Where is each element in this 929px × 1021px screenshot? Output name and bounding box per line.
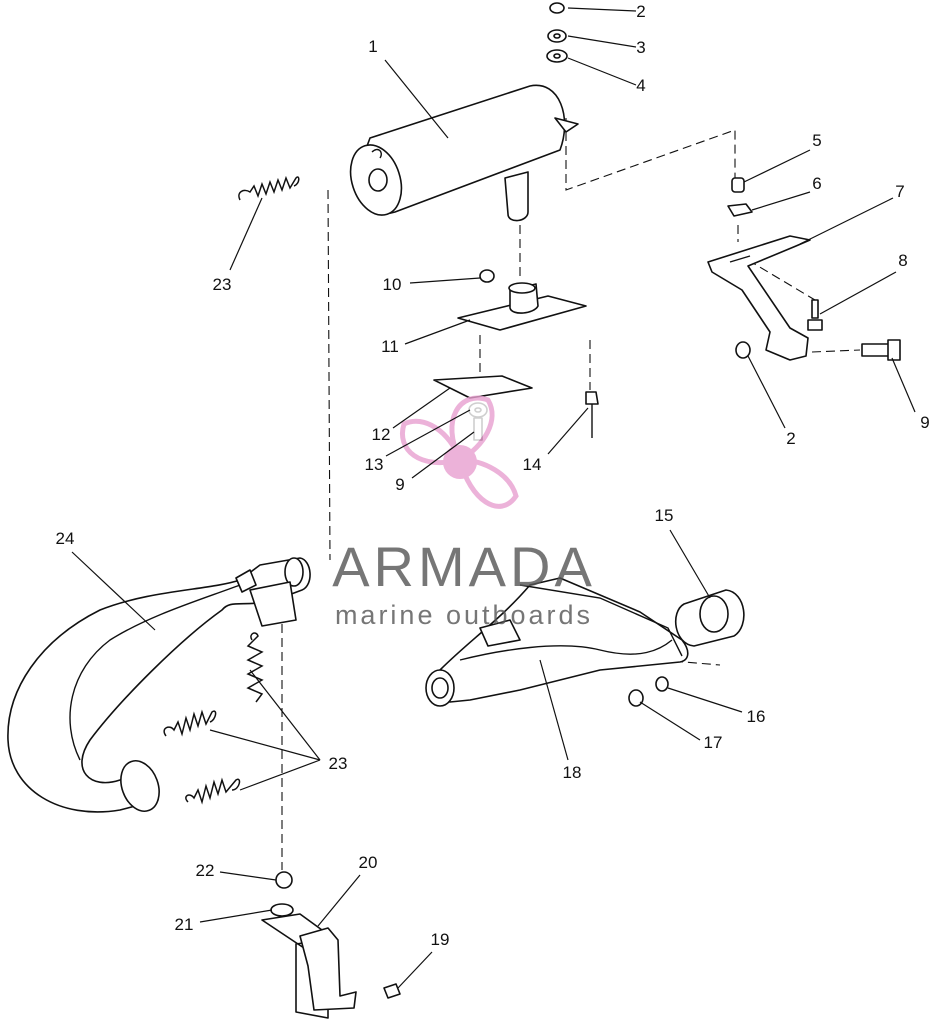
muffler-part-1 [349,84,579,222]
callout-leader-c3 [567,35,637,48]
springs-part-23 [163,175,300,805]
callout-leader-c14 [547,407,589,455]
callout-number: 16 [747,707,766,726]
callout-number: 15 [655,506,674,525]
armada-watermark: ARMADA marine outboards [332,395,596,630]
callout-leader-c21 [199,909,273,923]
callout-leader-c7 [799,197,894,245]
callout-leader-c9a [891,357,916,413]
propeller-logo-icon [400,395,519,509]
callout-leader-c6 [751,191,811,211]
gasket-and-hardware [628,589,745,707]
mount-bracket-part-7 [707,177,901,361]
callout-leader-c5 [743,149,811,183]
callout-leader-c18 [539,659,569,761]
callout-number: 23 [329,754,348,773]
callout-number: 10 [383,275,402,294]
callout-number: 18 [563,763,582,782]
callout-leader-c19 [397,951,433,989]
callout-number: 11 [381,337,399,356]
top-hardware-stack [546,2,568,63]
callout-number: 9 [920,413,929,432]
callout-leader-c9b [411,431,475,479]
callout-leader-c4 [567,57,637,86]
callout-number: 8 [898,251,907,270]
callout-number: 22 [196,861,215,880]
watermark-brand: ARMADA [332,535,596,598]
callout-leader-c11 [404,319,471,345]
callout-number: 20 [359,853,378,872]
callout-leader-c23b-1 [239,759,321,791]
watermark-tagline: marine outboards [335,600,593,630]
callout-number: 14 [523,455,542,474]
callout-number: 5 [812,131,821,150]
exhaust-manifold-part-18 [425,577,689,707]
callout-leader-c2b [747,355,786,429]
callout-leader-c17 [639,701,701,741]
callout-number: 23 [213,275,232,294]
callout-number: 19 [431,930,450,949]
callout-leader-c8 [819,271,897,315]
callout-leader-c10 [409,277,481,284]
lower-bracket-part-20 [261,871,401,1019]
callout-leader-c23a [229,197,263,271]
callout-leader-c12 [392,387,451,429]
callout-number: 24 [56,529,75,548]
callout-leader-c16 [667,687,743,713]
callout-leader-c2a [567,7,637,12]
callout-leader-c20 [317,874,361,927]
callout-number: 3 [636,38,645,57]
callout-leader-c1 [384,59,449,139]
callout-number: 13 [365,455,384,474]
exhaust-pipe-part-24 [7,557,311,813]
callout-leader-c22 [219,871,277,881]
callout-number: 2 [786,429,795,448]
callout-number: 9 [395,475,404,494]
callout-number: 7 [895,182,904,201]
callout-number: 12 [372,425,391,444]
callout-leader-c23b [209,729,321,761]
assembly-guide-lines [281,118,861,870]
callout-number: 17 [704,733,723,752]
callout-number: 21 [175,915,194,934]
callout-leader-c15 [669,529,711,599]
callout-number: 2 [636,2,645,21]
callout-number: 1 [368,37,377,56]
callout-number: 4 [636,76,645,95]
callout-leader-c13 [385,409,471,457]
callout-leader-c24 [71,551,156,631]
callout-leader-c23b-0 [249,669,321,761]
callout-number: 6 [812,174,821,193]
